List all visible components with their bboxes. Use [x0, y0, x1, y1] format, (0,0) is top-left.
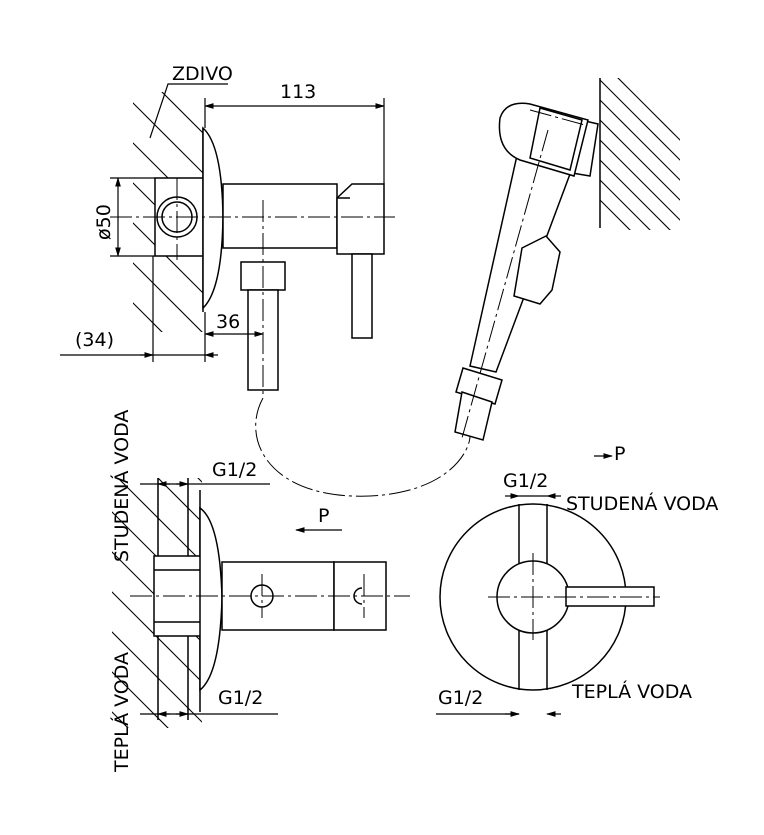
shower-connector — [454, 391, 493, 441]
shower-head-axis — [529, 109, 586, 126]
dim-front-top-text: G1/2 — [503, 470, 548, 492]
shower-trigger — [513, 235, 561, 305]
wall-hatching-top — [133, 92, 203, 332]
hot-water-front-label: TEPLÁ VODA — [571, 680, 692, 703]
hand-shower — [454, 78, 680, 441]
dim-36-text: 36 — [216, 311, 240, 333]
rosette-plate — [202, 126, 224, 310]
shower-head-outline — [529, 107, 583, 171]
view-p-right-text: P — [614, 443, 625, 465]
cold-water-front-label: STUDENÁ VODA — [566, 492, 718, 515]
dim-113-text: 113 — [280, 81, 316, 103]
front-view: G1/2 STUDENÁ VODA G1/2 TEPLÁ VODA P — [436, 443, 718, 717]
hot-water-side-label: TEPLÁ VODA — [110, 652, 133, 773]
cold-water-side-label: STUDENÁ VODA — [110, 410, 133, 562]
dim-34-text: (34) — [75, 329, 114, 351]
hose-curve — [255, 397, 471, 497]
wall-hatching-hand — [600, 78, 680, 230]
wall-label: ZDIVO — [172, 63, 233, 85]
dim-g12-bottom-text: G1/2 — [218, 687, 263, 709]
rosette-plate-bottom — [199, 506, 223, 692]
dim-front-bottom-text: G1/2 — [438, 687, 483, 709]
valve-body — [222, 183, 338, 249]
side-view-bottom: G1/2 G1/2 STUDENÁ VODA TEPLÁ VODA P — [110, 410, 410, 773]
dim-d50-text: ø50 — [93, 204, 115, 240]
side-view-top: ZDIVO 113 ø50 — [60, 63, 395, 398]
dim-g12-top-text: G1/2 — [212, 459, 257, 481]
wall-leader — [149, 83, 228, 139]
shower-head — [498, 102, 589, 177]
shower-axis — [461, 129, 549, 439]
view-p-left-text: P — [318, 505, 329, 527]
lever-housing — [336, 183, 385, 255]
lever-handle — [351, 253, 373, 339]
